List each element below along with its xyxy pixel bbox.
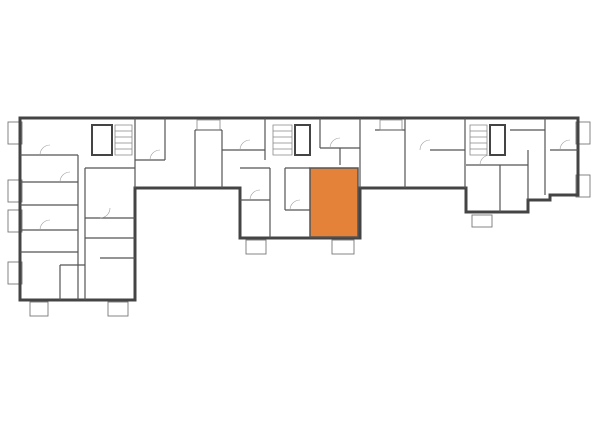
exterior-walls bbox=[18, 116, 580, 302]
highlighted-apartment[interactable] bbox=[309, 167, 359, 238]
balcony bbox=[29, 301, 49, 317]
interior-walls bbox=[20, 118, 578, 300]
balcony bbox=[331, 239, 355, 255]
balcony bbox=[245, 239, 267, 255]
doors bbox=[39, 137, 571, 231]
balconies bbox=[7, 121, 591, 317]
balcony bbox=[107, 301, 129, 317]
balcony bbox=[471, 214, 493, 228]
